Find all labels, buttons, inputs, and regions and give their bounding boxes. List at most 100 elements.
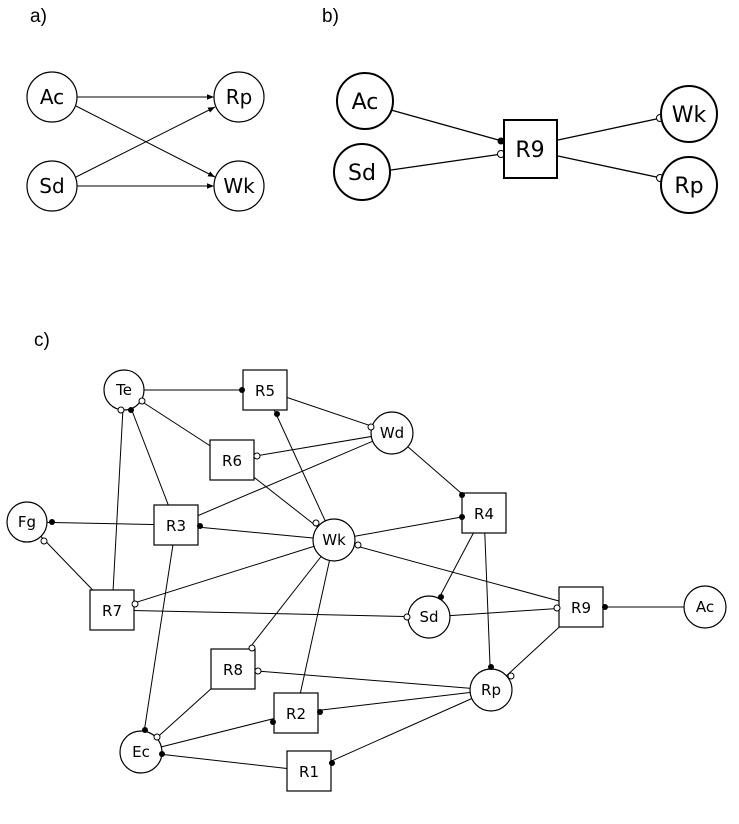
- endpoint-filled: [274, 411, 280, 417]
- edge-r2-ec: [140, 712, 297, 753]
- node-r3-label: R3: [166, 517, 186, 535]
- panel-a-label: a): [30, 6, 47, 27]
- endpoint-open: [553, 604, 561, 612]
- endpoint-open: [117, 406, 125, 414]
- node-r9: R9: [503, 119, 558, 179]
- node-r8: R8: [210, 648, 256, 690]
- endpoint-open: [131, 600, 139, 608]
- edge-r7-sd: [111, 609, 430, 618]
- node-sd: Sd: [26, 160, 78, 212]
- node-rp: Rp: [469, 668, 513, 712]
- endpoint-filled: [329, 760, 335, 766]
- node-r4: R4: [461, 492, 507, 534]
- node-r1-label: R1: [299, 763, 319, 781]
- node-rp-label: Rp: [674, 174, 703, 199]
- endpoint-open: [254, 667, 262, 675]
- endpoint-open: [138, 397, 146, 405]
- edge-r4-rp: [483, 512, 492, 691]
- node-r8-label: R8: [223, 661, 243, 679]
- endpoint-filled: [239, 387, 245, 393]
- node-wk: Wk: [660, 85, 718, 143]
- endpoint-open: [248, 644, 256, 652]
- edge-r1-rp: [308, 689, 492, 772]
- edge-wk-r9: [333, 539, 582, 608]
- edge-r2-rp: [295, 689, 492, 714]
- edge-r3-wd: [175, 432, 393, 526]
- endpoint-open: [40, 537, 48, 545]
- node-wk: Wk: [213, 160, 265, 212]
- node-ac: Ac: [683, 585, 727, 629]
- panel-c-edges: [26, 389, 705, 772]
- node-ec: Ec: [119, 730, 163, 774]
- node-wk-label: Wk: [672, 103, 707, 128]
- node-r1: R1: [286, 750, 332, 792]
- node-sd-label: Sd: [39, 174, 64, 198]
- node-r9: R9: [558, 586, 604, 628]
- edge-r8-rp: [232, 668, 492, 691]
- node-r7: R7: [89, 589, 135, 631]
- endpoint-filled: [49, 519, 55, 525]
- node-r9-label: R9: [571, 599, 591, 617]
- node-r5: R5: [242, 369, 288, 411]
- edge-ac-r9: [390, 109, 503, 142]
- endpoint-filled: [602, 604, 608, 610]
- endpoint-filled: [497, 137, 505, 145]
- edge-r3-ec: [140, 524, 177, 753]
- endpoint-filled: [488, 664, 494, 670]
- node-wk-label: Wk: [322, 531, 346, 549]
- node-ac-label: Ac: [40, 85, 64, 109]
- edge-sd-r9: [390, 153, 503, 171]
- node-rp-label: Rp: [481, 681, 501, 699]
- node-ec-label: Ec: [132, 743, 150, 761]
- endpoint-open: [507, 672, 515, 680]
- node-r2: R2: [273, 692, 319, 734]
- node-r9-label: R9: [515, 138, 544, 163]
- panel-a: a) Ac Sd Rp Wk: [26, 6, 265, 212]
- node-te-label: Te: [115, 381, 132, 399]
- node-sd-label: Sd: [348, 161, 376, 186]
- node-r3: R3: [153, 504, 199, 546]
- node-sd: Sd: [407, 595, 451, 639]
- endpoint-open: [403, 613, 411, 621]
- node-wd: Wd: [370, 411, 414, 455]
- node-ac-label: Ac: [352, 90, 379, 115]
- node-fg-label: Fg: [18, 513, 36, 531]
- node-wk-label: Wk: [223, 174, 255, 198]
- node-r4-label: R4: [474, 505, 494, 523]
- node-r5-label: R5: [255, 382, 275, 400]
- node-rp: Rp: [660, 156, 718, 214]
- endpoint-filled: [128, 407, 134, 413]
- edge-te-r7: [111, 389, 125, 611]
- node-rp: Rp: [213, 71, 265, 123]
- panel-c-endpoints: [40, 387, 608, 766]
- edge-r9-wk: [557, 117, 662, 141]
- node-r2-label: R2: [286, 705, 306, 723]
- edge-ec-r1: [140, 751, 310, 772]
- edge-wk-r4: [333, 512, 485, 541]
- panel-b-label: b): [322, 6, 339, 27]
- panel-c: c): [6, 330, 727, 792]
- edge-wk-r2: [295, 539, 335, 714]
- node-r6-label: R6: [222, 452, 242, 470]
- node-rp-label: Rp: [226, 85, 253, 109]
- endpoint-open: [312, 519, 320, 527]
- endpoint-filled: [159, 751, 165, 757]
- node-wk: Wk: [312, 518, 356, 562]
- node-ac: Ac: [26, 71, 78, 123]
- endpoint-open: [354, 541, 362, 549]
- endpoint-open: [253, 452, 261, 460]
- endpoint-filled: [317, 709, 323, 715]
- edge-te-r3: [123, 389, 177, 526]
- edge-r9-rp: [557, 155, 662, 179]
- node-wd-label: Wd: [380, 424, 404, 442]
- endpoint-filled: [438, 594, 444, 600]
- endpoint-open: [367, 423, 375, 431]
- node-ac-label: Ac: [696, 598, 714, 616]
- panel-c-label: c): [34, 330, 50, 351]
- node-sd-label: Sd: [419, 608, 438, 626]
- endpoint-filled: [197, 523, 203, 529]
- endpoint-filled: [142, 727, 148, 733]
- node-r6: R6: [209, 439, 255, 481]
- endpoint-filled: [459, 514, 465, 520]
